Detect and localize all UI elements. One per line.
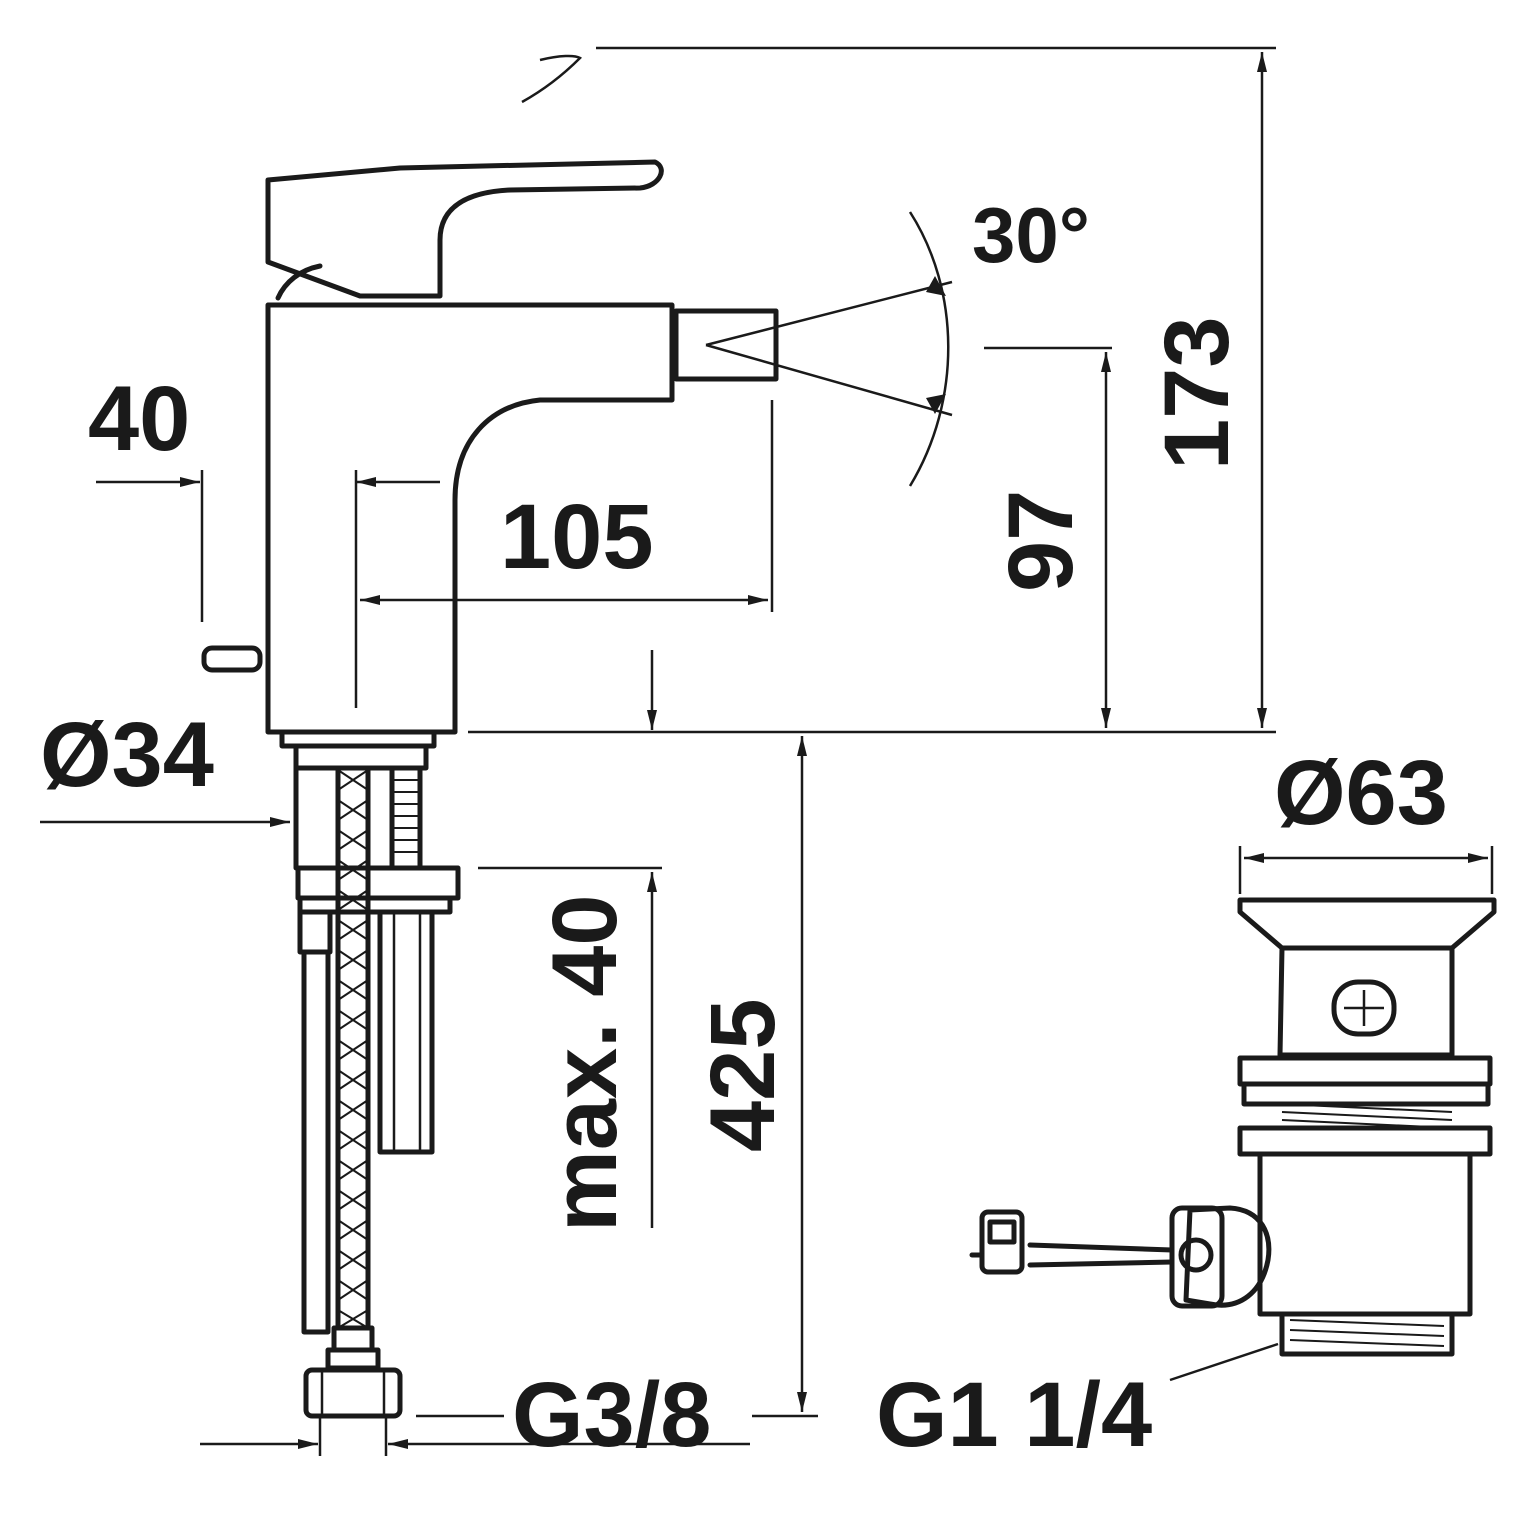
faucet-body xyxy=(201,159,779,735)
dimension-lines xyxy=(40,46,1494,1456)
dim-97: 97 xyxy=(990,490,1092,592)
pop-up-waste xyxy=(969,897,1497,1357)
dim-g38: G3/8 xyxy=(512,1364,711,1466)
mounting-assembly xyxy=(279,729,461,1419)
dim-dia63: Ø63 xyxy=(1274,742,1448,844)
spray-angle xyxy=(705,211,953,487)
dim-40-horizontal: 40 xyxy=(88,368,190,470)
dim-105: 105 xyxy=(500,486,654,588)
dim-g114: G1 1/4 xyxy=(876,1364,1152,1466)
dim-173: 173 xyxy=(1146,317,1248,471)
dim-max40: max. 40 xyxy=(534,894,636,1232)
body-outline xyxy=(265,302,675,735)
lever-handle xyxy=(265,159,664,299)
popup-knob xyxy=(201,645,263,673)
spout-nozzle xyxy=(673,308,779,382)
dimension-labels: 40 105 30° 97 173 Ø34 Ø63 max. 40 425 G3… xyxy=(40,191,1448,1466)
dim-spray-angle: 30° xyxy=(972,191,1090,279)
dim-dia34: Ø34 xyxy=(40,704,214,806)
dim-425: 425 xyxy=(692,999,794,1153)
